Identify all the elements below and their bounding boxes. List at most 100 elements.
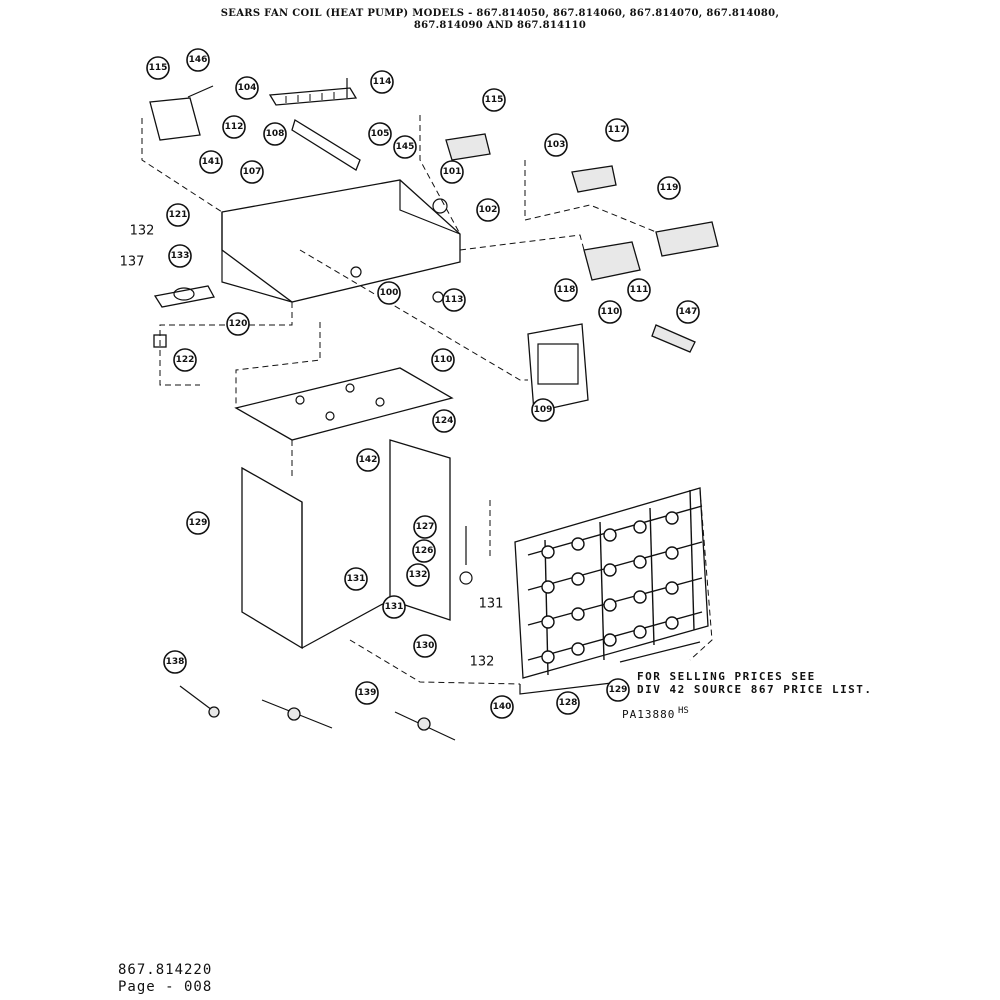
callout-circle — [432, 409, 456, 433]
callout-145: 145 — [393, 135, 417, 159]
callout-102: 102 — [476, 198, 500, 222]
callout-138: 138 — [163, 650, 187, 674]
callout-110: 110 — [598, 300, 622, 324]
callout-label: 114 — [373, 77, 392, 87]
callout-circle — [598, 300, 622, 324]
callout-110: 110 — [431, 348, 455, 372]
handwritten-label-137: 137 — [120, 255, 145, 270]
callout-label: 140 — [493, 702, 512, 712]
callout-label: 139 — [358, 688, 377, 698]
footer-page-number: Page - 008 — [118, 979, 213, 995]
callout-label: 105 — [371, 129, 390, 139]
drawing-reference-number: PA13880 — [622, 708, 676, 721]
callout-label: 120 — [229, 319, 248, 329]
callout-142: 142 — [356, 448, 380, 472]
callout-circle — [199, 150, 223, 174]
callout-label: 118 — [557, 285, 576, 295]
callout-label: 107 — [243, 167, 262, 177]
callout-141: 141 — [199, 150, 223, 174]
callout-130: 130 — [413, 634, 437, 658]
callout-101: 101 — [440, 160, 464, 184]
callout-label: 138 — [166, 657, 185, 667]
callout-147: 147 — [676, 300, 700, 324]
callout-label: 132 — [409, 570, 428, 580]
callout-131: 131 — [344, 567, 368, 591]
callout-133: 133 — [168, 244, 192, 268]
callout-label: 131 — [385, 602, 404, 612]
callout-circle — [431, 348, 455, 372]
callout-circle — [393, 135, 417, 159]
callout-circle — [412, 539, 436, 563]
callout-label: 121 — [169, 210, 188, 220]
callout-label: 131 — [347, 574, 366, 584]
parts-artwork — [149, 78, 719, 741]
callout-label: 141 — [202, 157, 221, 167]
callout-label: 117 — [608, 125, 627, 135]
callout-label: 127 — [416, 522, 435, 532]
callout-circle — [377, 281, 401, 305]
callout-140: 140 — [490, 695, 514, 719]
callout-label: 110 — [601, 307, 620, 317]
part-grille-109 — [527, 323, 589, 413]
callout-108: 108 — [263, 122, 287, 146]
callout-circle — [490, 695, 514, 719]
callout-circle — [544, 133, 568, 157]
callout-109: 109 — [531, 398, 555, 422]
callout-label: 133 — [171, 251, 190, 261]
callout-label: 129 — [189, 518, 208, 528]
callout-120: 120 — [226, 312, 250, 336]
part-side-panel-129 — [241, 466, 303, 650]
part-relay-116 — [445, 133, 491, 161]
callout-circle — [222, 115, 246, 139]
callout-circle — [356, 448, 380, 472]
callout-label: 103 — [547, 140, 566, 150]
callout-label: 111 — [630, 285, 649, 295]
callout-circle — [168, 244, 192, 268]
callout-label: 100 — [380, 288, 399, 298]
callout-label: 142 — [359, 455, 378, 465]
callout-circle — [186, 48, 210, 72]
callout-103: 103 — [544, 133, 568, 157]
callout-label: 101 — [443, 167, 462, 177]
callout-circle — [368, 122, 392, 146]
callout-circle — [627, 278, 651, 302]
callout-132: 132 — [406, 563, 430, 587]
callout-circle — [606, 678, 630, 702]
callout-label: 122 — [176, 355, 195, 365]
callout-circle — [382, 595, 406, 619]
callout-circle — [413, 515, 437, 539]
handwritten-label-131: 131 — [479, 597, 504, 612]
callout-circle — [442, 288, 466, 312]
callout-107: 107 — [240, 160, 264, 184]
callout-115: 115 — [146, 56, 170, 80]
callout-115: 115 — [482, 88, 506, 112]
callout-113: 113 — [442, 288, 466, 312]
callout-circle — [440, 160, 464, 184]
callout-111: 111 — [627, 278, 651, 302]
callout-label: 129 — [609, 685, 628, 695]
callout-circle — [186, 511, 210, 535]
callout-circle — [235, 76, 259, 100]
callout-124: 124 — [432, 409, 456, 433]
part-wire-connectors — [179, 685, 456, 741]
part-relay-117 — [571, 165, 617, 193]
callout-112: 112 — [222, 115, 246, 139]
callout-circle — [676, 300, 700, 324]
callout-circle — [163, 650, 187, 674]
footer-model-number: 867.814220 — [118, 962, 213, 978]
part-plate-112 — [149, 97, 201, 141]
callout-circle — [355, 681, 379, 705]
callout-circle — [226, 312, 250, 336]
callout-circle — [406, 563, 430, 587]
callout-label: 146 — [189, 55, 208, 65]
assembly-guide-lines — [141, 115, 713, 685]
callout-121: 121 — [166, 203, 190, 227]
diagram-title-line-2: 867.814090 AND 867.814110 — [413, 20, 587, 31]
callout-circle — [482, 88, 506, 112]
callout-circle — [263, 122, 287, 146]
callout-117: 117 — [605, 118, 629, 142]
callout-146: 146 — [186, 48, 210, 72]
callout-circle — [476, 198, 500, 222]
callout-131: 131 — [382, 595, 406, 619]
